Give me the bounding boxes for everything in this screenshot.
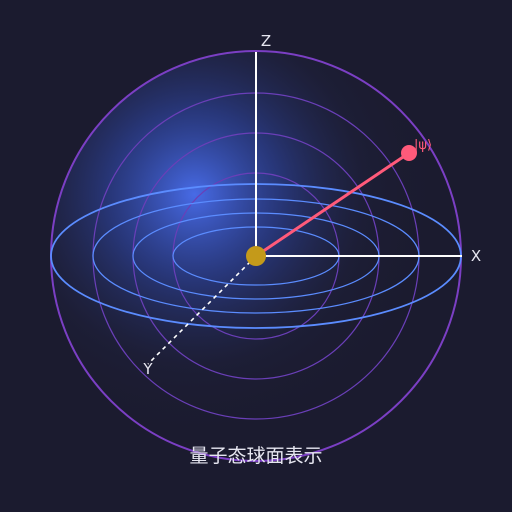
x-axis-label: X bbox=[471, 247, 481, 265]
y-axis-label: Y bbox=[142, 360, 153, 378]
origin-dot bbox=[246, 246, 266, 266]
diagram-caption: 量子态球面表示 bbox=[189, 445, 322, 467]
state-label: |ψ⟩ bbox=[414, 138, 432, 153]
state-vector bbox=[255, 151, 410, 258]
y-axis bbox=[147, 255, 257, 365]
z-axis-label: Z bbox=[261, 32, 271, 50]
state-vector-tip bbox=[401, 145, 417, 161]
